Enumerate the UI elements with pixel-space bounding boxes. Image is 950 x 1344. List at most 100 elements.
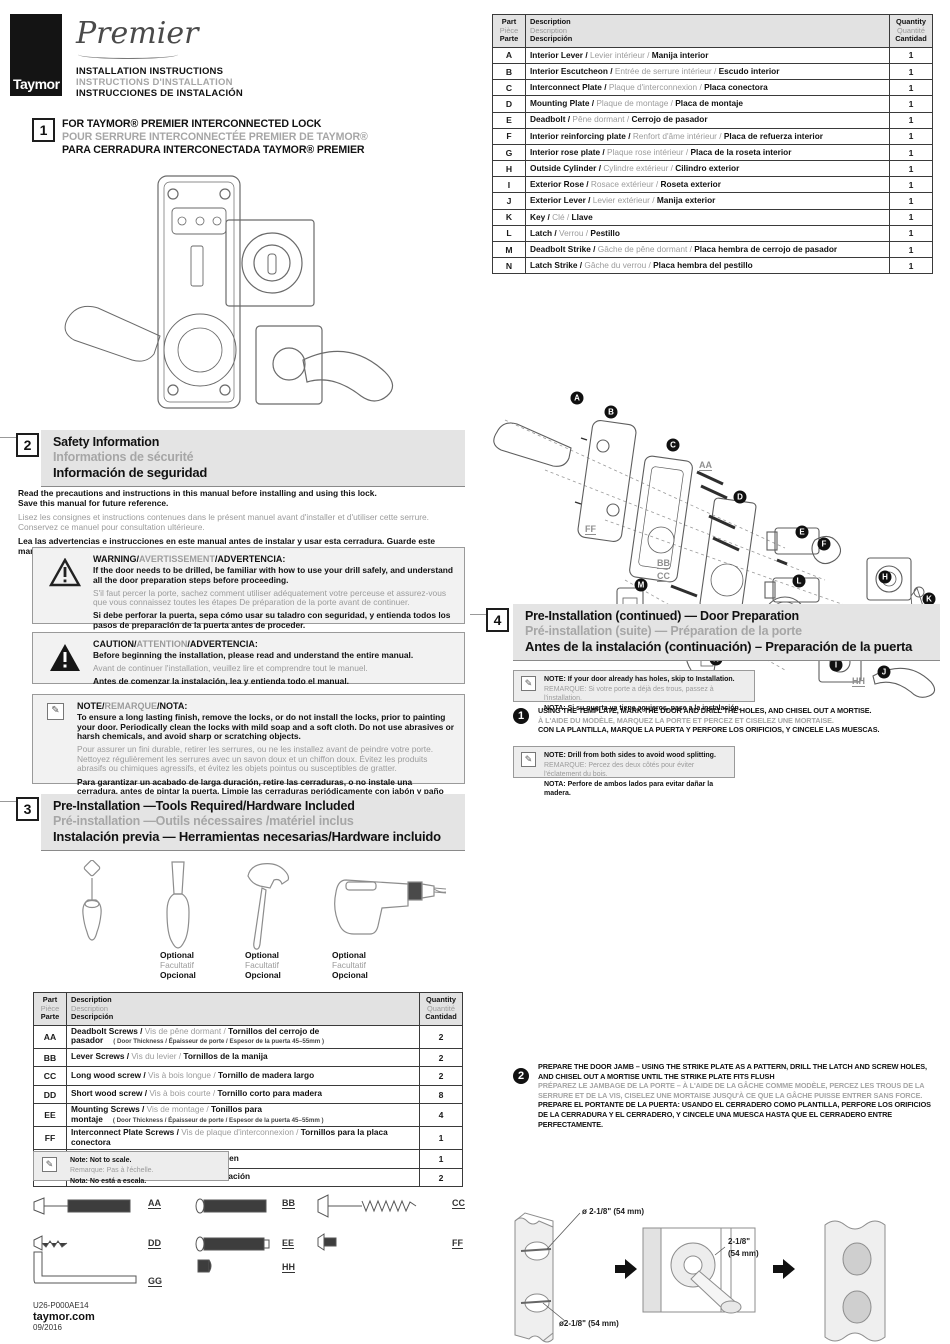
parts-row: B Interior Escutcheon / Entrée de serrur… [492,62,933,81]
hardware-row: BB Lever Screws / Vis du levier / Tornil… [33,1047,463,1068]
taymor-logo-text: Taymor [13,76,60,92]
section-1-en: FOR TAYMOR® PREMIER INTERCONNECTED LOCK [62,118,322,130]
doc-date: 09/2016 [33,1323,62,1332]
step-1-text: USING THE TEMPLATE, MARK THE DOOR AND DR… [538,706,880,735]
part-qty: 1 [908,163,914,174]
hardware-qty: 2 [438,1172,444,1183]
hardware-qty: 1 [438,1154,444,1165]
section-3-en: Pre-Installation —Tools Required/Hardwar… [53,799,355,813]
part-id: B [505,66,513,77]
diagram-label: CC [452,1198,465,1209]
website: taymor.com [33,1311,95,1323]
section-3-fr: Pré-installation —Outils nécessaires /ma… [53,814,354,828]
part-callout-badge: I [829,658,843,672]
section-1-es: PARA CERRADURA INTERCONECTADA TAYMOR® PR… [62,144,365,156]
part-callout-badge: A [570,391,584,405]
hardware-qty: 2 [438,1071,444,1082]
hardware-qty: 1 [438,1133,444,1144]
section-3-es: Instalación previa — Herramientas necesa… [53,829,441,844]
lock-illustration [60,168,405,423]
diagram-label: ø 2-1/8" (54 mm) [582,1207,645,1216]
part-id: I [507,179,511,190]
parts-row: K Key / Clé / Llave 1 [492,208,933,226]
tools-row: Optional Facultatif Opcional Optional Fa… [10,856,465,988]
parts-row: G Interior rose plate / Plaque rose inté… [492,143,933,162]
warning-fr: S'il faut percer la porte, sachez commen… [93,587,447,608]
optional-label-drill: Optional Facultatif Opcional [332,950,368,980]
part-id: J [506,196,512,207]
diagram-label: GG [148,1276,163,1287]
section-2-rule [0,437,16,438]
part-qty: 1 [908,147,914,158]
hardware-part-id: DD [43,1089,57,1100]
diagram-label: DD [148,1238,161,1249]
diagram-label: FF [452,1238,463,1249]
diagram-label: (54 mm) [728,1249,759,1258]
part-callout-badge: J [877,665,891,679]
part-callout-badge: K [922,592,936,606]
scale-note-box: ✎ Note: Not to scale. Remarque: Pas à l'… [33,1151,229,1185]
title-es: INSTRUCCIONES DE INSTALACIÓN [76,88,243,99]
section-4-fr: Pré-installation (suite) — Préparation d… [525,624,802,638]
parts-table: Part Pièce Parte Description Description… [492,14,933,275]
part-qty: 1 [908,260,914,271]
parts-row: D Mounting Plate / Plaque de montage / P… [492,95,933,113]
section-1-number: 1 [32,118,55,142]
part-qty: 1 [908,196,914,207]
optional-label-chisel: Optional Facultatif Opcional [160,950,196,980]
parts-row: H Outside Cylinder / Cylindre extérieur … [492,160,933,178]
diagram-label: EE [282,1238,295,1249]
parts-row: A Interior Lever / Levier intérieur / Ma… [492,46,933,64]
chisel-icon [166,861,190,949]
step-2-text: PREPARE THE DOOR JAMB – USING THE STRIKE… [538,1062,931,1129]
part-id: D [505,98,513,109]
fasteners-line-art [33,1194,417,1284]
lock-line-art [64,175,394,409]
hardware-part-id: BB [43,1052,57,1063]
pencil-icon: ✎ [42,1157,57,1172]
note-fr: Pour assurer un fini durable, retirer le… [77,744,434,774]
part-qty: 1 [908,66,914,77]
taymor-logo: Taymor [10,14,62,96]
pencil-icon: ✎ [521,752,536,767]
warning-title: WARNING/AVERTISSEMENT/ADVERTENCIA: [93,554,286,564]
part-id: H [505,163,513,174]
part-id: L [506,228,512,239]
safety-intro-en1: Read the precautions and instructions in… [18,488,377,498]
pencil-icon: ✎ [521,676,536,691]
part-qty: 1 [908,50,914,61]
part-callout-badge: L [792,574,806,588]
warning-es: Si debe perforar la puerta, sepa cómo us… [93,610,451,630]
title-fr: INSTRUCTIONS D'INSTALLATION [76,77,233,88]
hammer-icon [247,863,290,950]
hardware-callout-label: AA [699,460,712,471]
section-2-es: Información de seguridad [53,465,208,480]
part-qty: 1 [908,212,914,223]
note-drill-box: ✎ NOTE: Drill from both sides to avoid w… [513,746,735,797]
diagram-label: HH [282,1262,295,1273]
doc-code: U26-P000AE14 [33,1301,89,1310]
hardware-qty: 2 [438,1052,444,1063]
note-en: To ensure a long lasting finish, remove … [77,712,454,742]
part-qty: 1 [908,98,914,109]
part-qty: 1 [908,82,914,93]
part-id: A [505,50,513,61]
hardware-part-id: FF [44,1133,56,1144]
parts-row: C Interconnect Plate / Plaque d'intercon… [492,79,933,97]
part-callout-badge: H [878,570,892,584]
section-3-banner: Pre-Installation —Tools Required/Hardwar… [41,794,465,851]
part-id: M [505,244,513,255]
section-1-heading: FOR TAYMOR® PREMIER INTERCONNECTED LOCK … [62,118,368,157]
section-3-rule [0,801,16,802]
warning-triangle-icon [49,558,81,587]
step-2-number: 2 [513,1068,529,1084]
drill-icon [334,879,447,935]
section-2-fr: Informations de sécurité [53,450,194,464]
parts-row: L Latch / Verrou / Pestillo 1 [492,224,933,243]
hardware-part-id: EE [44,1110,56,1121]
door-prep-row1-art [514,1212,886,1343]
parts-row: J Exterior Lever / Levier extérieur / Ma… [492,192,933,210]
parts-table-header: Part Pièce Parte Description Description… [492,14,933,48]
